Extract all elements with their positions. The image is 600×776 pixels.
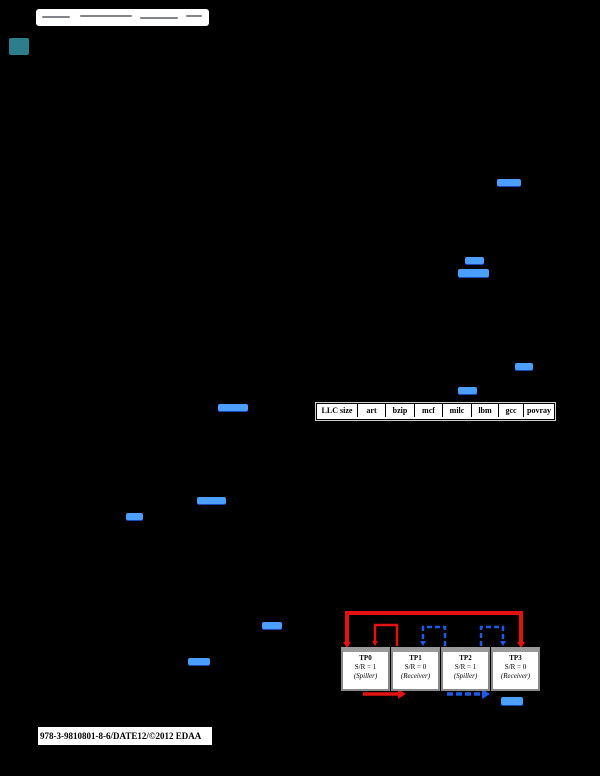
hyperlink-fragment[interactable]: [458, 387, 477, 394]
hyperlink-fragment[interactable]: [501, 697, 523, 705]
scribble-mark: [140, 17, 178, 19]
arrow-graphic: [343, 611, 525, 699]
annotation-note-box: [36, 9, 209, 26]
hyperlink-fragment[interactable]: [218, 404, 248, 411]
hyperlink-fragment[interactable]: [515, 363, 533, 370]
scribble-mark: [186, 15, 202, 17]
table-cell-lbm: lbm: [472, 404, 499, 417]
hyperlink-fragment[interactable]: [188, 658, 210, 665]
table-cell-gcc: gcc: [499, 404, 524, 417]
thread-id-label: TP2: [459, 654, 472, 662]
table-cell-bzip: bzip: [386, 404, 415, 417]
hyperlink-fragment[interactable]: [197, 497, 226, 504]
table-cell-povray: povray: [527, 406, 551, 415]
hyperlink-fragment[interactable]: [465, 257, 484, 264]
hyperlink-fragment[interactable]: [126, 513, 143, 520]
hyperlink-fragment[interactable]: [497, 179, 521, 186]
thread-role-label: (Receiver): [500, 672, 531, 680]
spill-receive-bit-label: S/R = 1: [354, 663, 377, 671]
spill-receive-bit-label: S/R = 1: [454, 663, 477, 671]
table-cell-llc-size: LLC size: [317, 404, 358, 417]
isbn-footer: 978-3-9810801-8-6/DATE12/©2012 EDAA: [38, 727, 212, 745]
thread-id-label: TP3: [509, 654, 522, 662]
scribble-mark: [42, 16, 70, 18]
spill-receive-bit-label: S/R = 0: [504, 663, 527, 671]
spill-receive-bit-label: S/R = 0: [404, 663, 427, 671]
thread-role-label: (Spiller): [453, 672, 478, 680]
table-cell-milc: milc: [443, 404, 472, 417]
thread-role-label: (Spiller): [353, 672, 378, 680]
table-cell-mcf: mcf: [415, 404, 443, 417]
hyperlink-fragment[interactable]: [262, 622, 282, 629]
thread-role-label: (Receiver): [400, 672, 431, 680]
table-cell-art: art: [358, 404, 386, 417]
teal-swatch: [9, 38, 29, 55]
hyperlink-fragment[interactable]: [458, 269, 489, 277]
thread-id-label: TP0: [359, 654, 372, 662]
scribble-mark: [80, 15, 132, 17]
thread-id-label: TP1: [409, 654, 422, 662]
